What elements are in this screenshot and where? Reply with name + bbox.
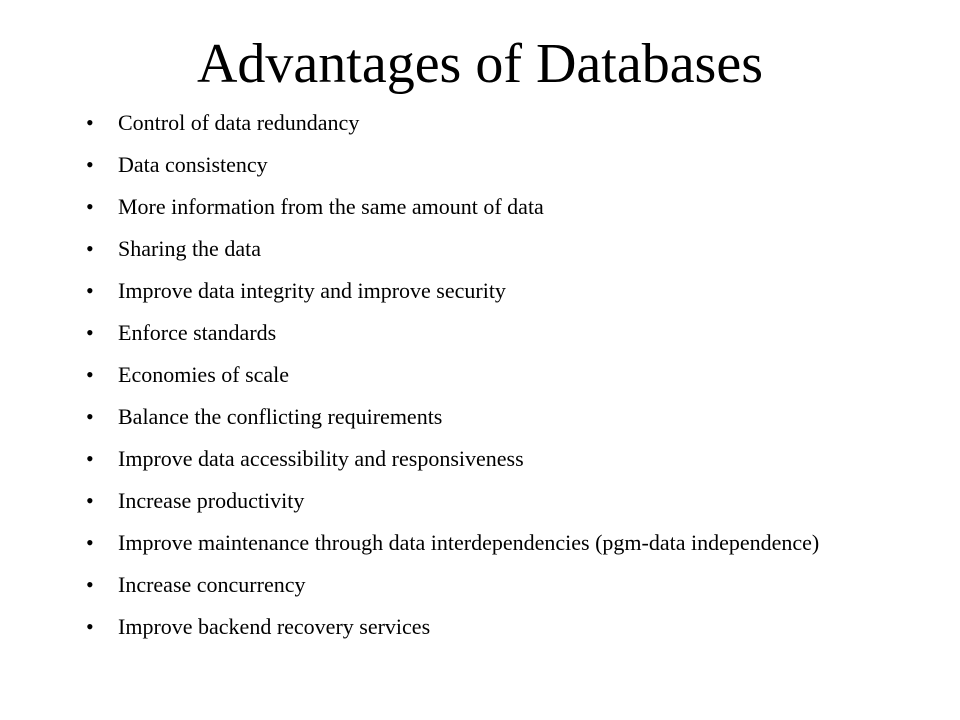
bullet-glyph: • <box>86 572 94 597</box>
bullet-glyph: • <box>86 236 94 261</box>
bullet-item: • Improve data integrity and improve sec… <box>82 277 902 305</box>
bullet-item: • Improve data accessibility and respons… <box>82 445 902 473</box>
bullet-text: Balance the conflicting requirements <box>118 404 443 429</box>
bullet-text: Enforce standards <box>118 320 277 345</box>
bullet-text: Improve backend recovery services <box>118 614 431 639</box>
bullet-glyph: • <box>86 152 94 177</box>
bullet-glyph: • <box>86 320 94 345</box>
bullet-list: • Control of data redundancy • Data cons… <box>82 109 902 655</box>
bullet-item: • Data consistency <box>82 151 902 179</box>
bullet-glyph: • <box>86 110 94 135</box>
bullet-text: Data consistency <box>118 152 268 177</box>
bullet-glyph: • <box>86 530 94 555</box>
bullet-text: Increase concurrency <box>118 572 306 597</box>
bullet-glyph: • <box>86 278 94 303</box>
bullet-text: Economies of scale <box>118 362 290 387</box>
bullet-glyph: • <box>86 614 94 639</box>
bullet-item: • Sharing the data <box>82 235 902 263</box>
bullet-text: Improve data integrity and improve secur… <box>118 278 506 303</box>
bullet-glyph: • <box>86 488 94 513</box>
bullet-text: Improve maintenance through data interde… <box>118 530 820 555</box>
bullet-text: Improve data accessibility and responsiv… <box>118 446 524 471</box>
bullet-item: • Increase productivity <box>82 487 902 515</box>
bullet-item: • Enforce standards <box>82 319 902 347</box>
bullet-item: • Improve backend recovery services <box>82 613 902 641</box>
bullet-item: • Improve maintenance through data inter… <box>82 529 902 557</box>
bullet-text: Control of data redundancy <box>118 110 360 135</box>
bullet-glyph: • <box>86 404 94 429</box>
bullet-text: Increase productivity <box>118 488 305 513</box>
bullet-item: • Control of data redundancy <box>82 109 902 137</box>
bullet-item: • More information from the same amount … <box>82 193 902 221</box>
bullet-text: Sharing the data <box>118 236 261 261</box>
bullet-item: • Increase concurrency <box>82 571 902 599</box>
bullet-item: • Economies of scale <box>82 361 902 389</box>
slide-title: Advantages of Databases <box>196 33 763 95</box>
bullet-item: • Balance the conflicting requirements <box>82 403 902 431</box>
bullet-glyph: • <box>86 446 94 471</box>
bullet-text: More information from the same amount of… <box>118 194 544 219</box>
bullet-glyph: • <box>86 194 94 219</box>
bullet-glyph: • <box>86 362 94 387</box>
